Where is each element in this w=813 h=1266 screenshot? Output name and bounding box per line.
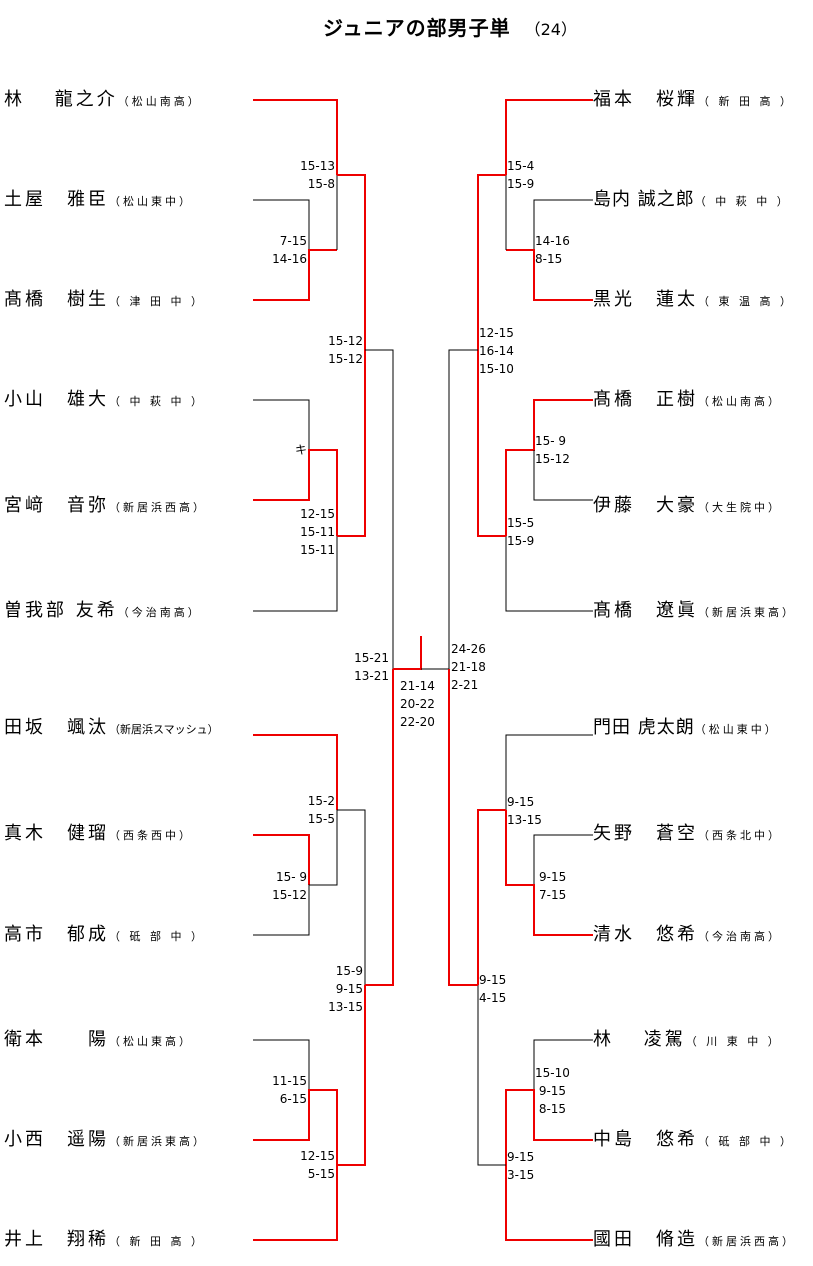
line-left-p2: [253, 199, 310, 250]
score-right-r2-b: 15-5 15-9: [507, 516, 535, 548]
player-left-9: 高市 郁成（ 砥 部 中 ）: [4, 924, 205, 945]
player-right-3: 黒光 蓮太（ 東 温 高 ）: [593, 289, 794, 310]
player-left-5: 宮﨑 音弥（新居浜西高）: [4, 495, 207, 516]
score-left-r2-d: 12-15 5-15: [300, 1149, 335, 1181]
score-left-r1-a: 7-15 14-16: [272, 234, 307, 266]
line-left-p11: [253, 1089, 338, 1165]
player-right-12: 國田 脩造（新居浜西高）: [593, 1229, 796, 1250]
line-left-p12: [253, 1165, 338, 1241]
score-right-r3-b: 9-15 4-15: [479, 973, 507, 1005]
line-right-p9: [505, 810, 593, 936]
line-left-p5: [253, 449, 338, 536]
player-right-7: 門田 虎太朗（松山東中）: [593, 717, 779, 738]
score-left-r1-d: 11-15 6-15: [272, 1074, 307, 1106]
player-right-4: 髙橋 正樹（松山南高）: [593, 389, 782, 410]
line-left-p4: [253, 399, 310, 450]
score-left-r1-b: キ: [294, 443, 307, 457]
player-left-4: 小山 雄大（ 中 萩 中 ）: [4, 389, 205, 410]
score-right-r1-c: 9-15 7-15: [539, 870, 567, 902]
player-left-3: 髙橋 樹生（ 津 田 中 ）: [4, 289, 205, 310]
player-right-2: 島内 誠之郎（ 中 萩 中 ）: [593, 189, 791, 210]
score-left-r2-b: 12-15 15-11 15-11: [300, 507, 335, 557]
player-right-11: 中島 悠希（ 砥 部 中 ）: [593, 1129, 794, 1150]
player-left-10: 衛本 陽（松山東高）: [4, 1029, 193, 1050]
score-left-r3-b: 15-9 9-15 13-15: [328, 964, 363, 1014]
line-left-p7: [253, 734, 338, 810]
player-left-7: 田坂 颯汰（新居浜スマッシュ）: [4, 717, 219, 738]
player-left-8: 真木 健瑠（西条西中）: [4, 823, 193, 844]
player-left-1: 林 龍之介（松山南高）: [4, 89, 202, 110]
line-right-r3b-win: [448, 669, 478, 986]
line-left-p6: [253, 536, 338, 612]
score-left-r2-a: 15-13 15-8: [300, 159, 335, 191]
player-right-1: 福本 桜輝（ 新 田 高 ）: [593, 89, 794, 110]
line-right-p1: [505, 99, 593, 175]
line-right-p6: [505, 536, 593, 612]
score-final: 21-14 20-22 22-20: [400, 679, 435, 729]
line-right-p5: [533, 450, 593, 501]
line-right-p10: [533, 1039, 593, 1090]
player-right-9: 清水 悠希（今治南高）: [593, 924, 782, 945]
line-left-p1: [253, 99, 338, 175]
line-final-winner: [393, 636, 422, 670]
line-right-p12: [505, 1165, 593, 1241]
line-right-r2c-win: [477, 809, 506, 985]
line-left-r2b-win: [337, 350, 366, 537]
line-left-p9: [253, 810, 338, 936]
line-left-r2a-win: [337, 174, 366, 350]
score-right-r1-d: 15-10 9-15 8-15: [535, 1066, 570, 1116]
bracket-title: ジュニアの部男子単 （24）: [0, 12, 813, 41]
score-right-semi: 24-26 21-18 2-21: [451, 642, 486, 692]
entry-count: （24）: [524, 20, 577, 39]
line-right-r3a: [448, 349, 478, 669]
player-left-12: 井上 翔稀（ 新 田 高 ）: [4, 1229, 205, 1250]
line-left-r3a: [365, 349, 394, 669]
score-left-r3-a: 15-12 15-12: [328, 334, 363, 366]
line-right-p11: [505, 1089, 593, 1165]
player-left-6: 曽我部 友希（今治南高）: [4, 600, 202, 621]
line-right-p7: [505, 734, 593, 810]
line-right-r2d: [477, 985, 506, 1166]
score-right-r2-d: 9-15 3-15: [507, 1150, 535, 1182]
score-right-r2-a: 15-4 15-9: [507, 159, 535, 191]
line-left-p3: [253, 249, 337, 301]
line-right-p8: [533, 834, 593, 885]
line-left-r2d-win: [337, 985, 366, 1166]
player-right-8: 矢野 蒼空（西条北中）: [593, 823, 782, 844]
score-left-r2-c: 15-2 15-5: [307, 794, 335, 826]
line-right-p2: [533, 199, 593, 250]
score-right-r1-b: 15- 9 15-12: [535, 434, 570, 466]
player-right-6: 髙橋 遼眞（新居浜東高）: [593, 600, 796, 621]
score-left-r1-c: 15- 9 15-12: [272, 870, 307, 902]
score-right-r2-c: 9-15 13-15: [507, 795, 542, 827]
line-left-r2c: [337, 809, 366, 985]
player-left-2: 土屋 雅臣（松山東中）: [4, 189, 193, 210]
score-left-semi: 15-21 13-21: [354, 651, 389, 683]
score-right-r1-a: 14-16 8-15: [535, 234, 570, 266]
player-right-10: 林 凌駕（ 川 東 中 ）: [593, 1029, 782, 1050]
event-title: ジュニアの部男子単: [323, 16, 511, 40]
line-right-r2a-win: [477, 174, 506, 350]
score-right-r3-a: 12-15 16-14 15-10: [479, 326, 514, 376]
line-left-p8: [253, 834, 310, 885]
line-right-r2b-win: [477, 350, 506, 537]
line-right-p3: [506, 249, 593, 301]
player-left-11: 小西 遥陽（新居浜東高）: [4, 1129, 207, 1150]
line-left-p10: [253, 1039, 310, 1090]
player-right-5: 伊藤 大豪（大生院中）: [593, 495, 782, 516]
line-left-r3b-win: [365, 669, 394, 986]
